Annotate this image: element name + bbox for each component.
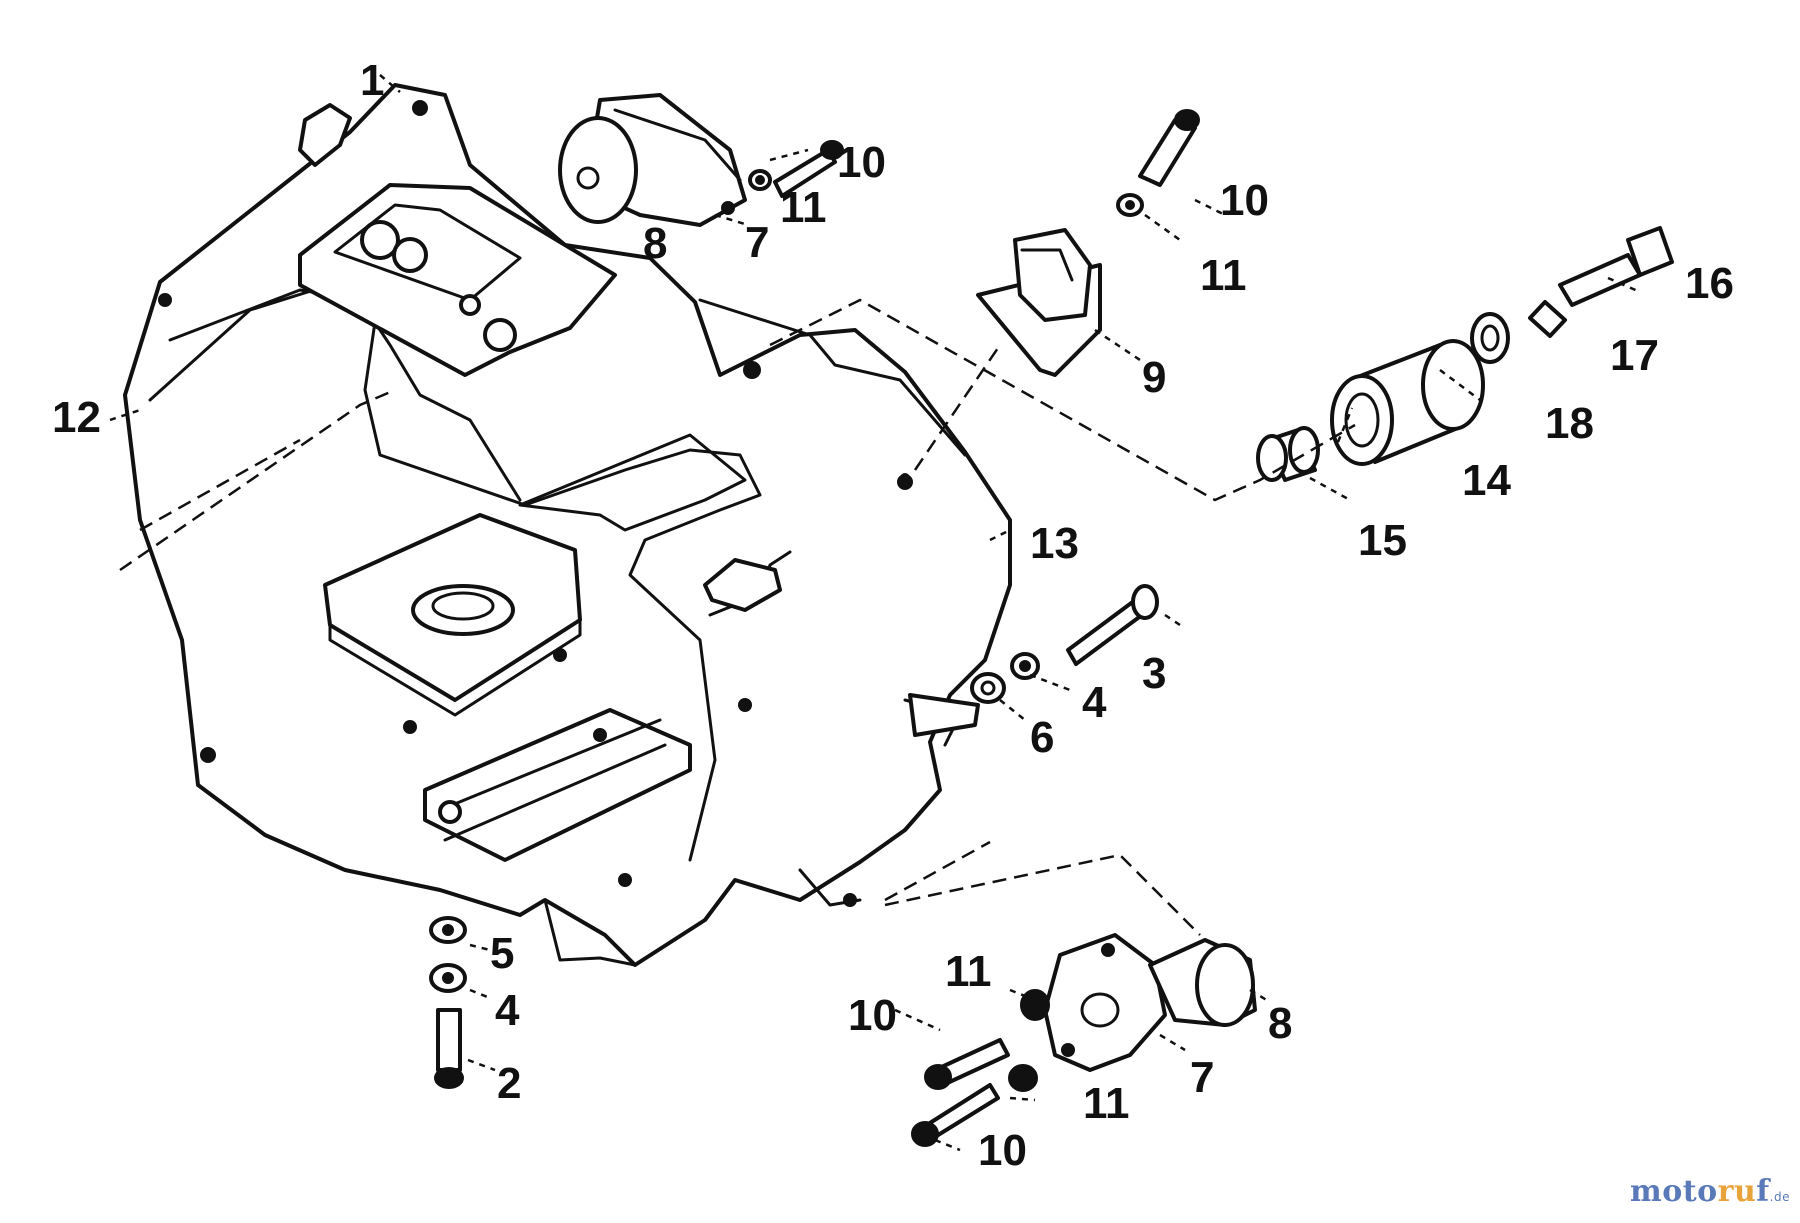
screw-top-left <box>748 140 844 198</box>
callout-11d: 11 <box>1083 1079 1130 1128</box>
mount-plate-top <box>721 201 735 215</box>
callout-16: 16 <box>1685 259 1734 308</box>
callout-4b: 4 <box>495 986 520 1035</box>
bolt-washer-set-left <box>429 916 467 1089</box>
callout-10c: 10 <box>848 991 897 1040</box>
site-watermark: motoruf.de <box>1630 1174 1790 1209</box>
callout-7b: 7 <box>1190 1053 1214 1102</box>
callout-4a: 4 <box>1082 678 1107 727</box>
callouts: 1 2 3 4 4 5 6 7 7 8 8 9 10 10 10 10 11 1… <box>52 56 1734 1175</box>
callout-10d: 10 <box>978 1126 1027 1175</box>
screws-bottom <box>911 989 1050 1147</box>
main-housing <box>123 83 1012 967</box>
callout-11a: 11 <box>780 183 827 232</box>
watermark-tld: .de <box>1769 1190 1790 1204</box>
callout-7a: 7 <box>745 218 769 267</box>
callout-13: 13 <box>1030 519 1079 568</box>
callout-10a: 10 <box>837 138 886 187</box>
callout-1: 1 <box>360 56 384 105</box>
callout-18: 18 <box>1545 399 1594 448</box>
callout-5: 5 <box>490 929 514 978</box>
screw-top-right <box>1116 109 1200 217</box>
callout-8a: 8 <box>643 219 667 268</box>
callout-14: 14 <box>1462 456 1511 505</box>
callout-17: 17 <box>1610 331 1659 380</box>
callout-10b: 10 <box>1220 176 1269 225</box>
watermark-part2: ru <box>1717 1174 1757 1209</box>
cone-mount <box>976 228 1102 377</box>
watermark-part1: moto <box>1630 1174 1718 1209</box>
callout-15: 15 <box>1358 516 1407 565</box>
rubber-mount-top <box>558 93 747 227</box>
assembly-lines <box>109 74 1641 1152</box>
callout-3: 3 <box>1142 649 1166 698</box>
rubber-mount-bottom <box>1043 933 1257 1072</box>
callout-2: 2 <box>497 1059 521 1108</box>
callout-6: 6 <box>1030 713 1054 762</box>
callout-9: 9 <box>1142 353 1166 402</box>
callout-8b: 8 <box>1268 999 1292 1048</box>
callout-11c: 11 <box>945 947 992 996</box>
watermark-part3: f <box>1756 1174 1770 1209</box>
callout-12: 12 <box>52 393 101 442</box>
bushing-assembly <box>1256 226 1674 482</box>
callout-11b: 11 <box>1200 251 1247 300</box>
bolt-washer-set-right <box>970 584 1159 704</box>
